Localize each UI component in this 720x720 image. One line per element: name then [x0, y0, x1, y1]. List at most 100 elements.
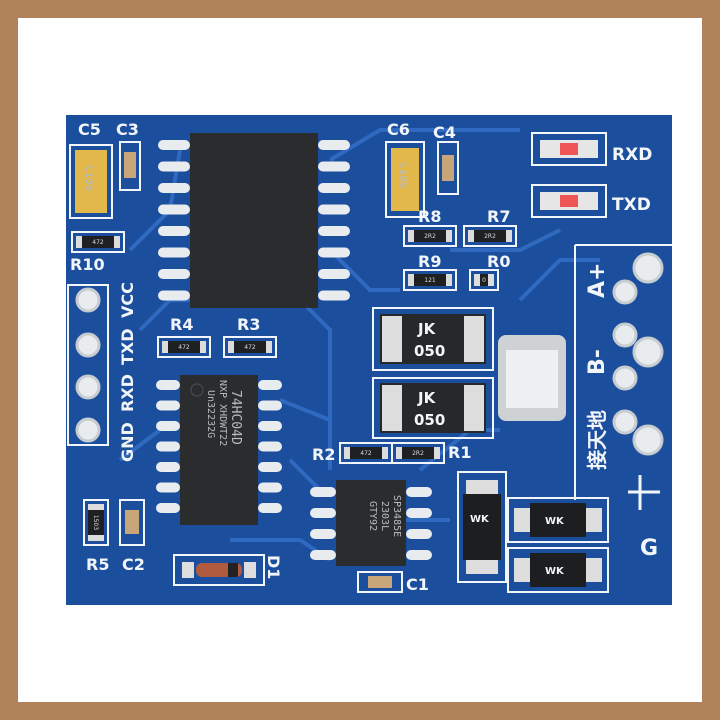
r2-label: R2 [312, 445, 335, 464]
resistor-code: 2R2 [484, 233, 496, 240]
ic-pin [156, 421, 180, 431]
ic-pin [158, 290, 190, 301]
ground-symbol [628, 475, 660, 510]
resistor-r10: 472 [71, 231, 125, 253]
r4-label: R4 [170, 315, 193, 334]
terminal-label-b-minus: B- [585, 349, 610, 375]
c2-label: C2 [122, 555, 145, 574]
terminal-outline [574, 244, 672, 500]
capacitor-c3-outline [119, 141, 141, 191]
resistor-code: 2R2 [424, 233, 436, 240]
ic-pin [318, 183, 350, 193]
tvs-diode-3: WK [507, 547, 609, 593]
tantalum-capacitor-c5: C106 [69, 144, 113, 219]
ic-pin [310, 529, 336, 539]
svg-text:050: 050 [414, 411, 445, 429]
ic-pin [258, 421, 282, 431]
svg-text:C106: C106 [83, 165, 96, 192]
rxd-led-label: RXD [612, 145, 652, 165]
resistor-r9: 121 [403, 269, 457, 291]
c6-label: C6 [387, 120, 410, 139]
ic-pin [318, 204, 350, 215]
resistor-code: 472 [92, 239, 104, 246]
ic-pin [158, 140, 190, 150]
svg-text:C106: C106 [397, 162, 410, 189]
resistor-r2: 472 [339, 442, 393, 464]
svg-text:JK: JK [417, 320, 437, 338]
r5-label: R5 [86, 555, 109, 574]
ic-pin [310, 550, 336, 560]
r0-label: R0 [487, 252, 510, 271]
capacitor-c4-outline [437, 141, 459, 195]
terminal-label-g: G [640, 536, 658, 561]
svg-text:WK: WK [545, 566, 565, 577]
resistor-r1: 2R2 [391, 442, 445, 464]
terminal-label-a-plus: A+ [585, 263, 610, 298]
txd-led [531, 184, 607, 218]
r1-label: R1 [448, 443, 471, 462]
ic-pin [156, 482, 180, 493]
resistor-r4: 472 [157, 336, 211, 358]
rxd-led [531, 132, 607, 166]
header-label-vcc: VCC [118, 282, 137, 318]
svg-text:2303L: 2303L [379, 501, 390, 531]
pin-header [67, 284, 109, 446]
c3-label: C3 [116, 120, 139, 139]
txd-led-label: TXD [612, 195, 651, 215]
interface-ic-top [158, 133, 350, 308]
svg-text:74HC04D: 74HC04D [228, 390, 243, 445]
tvs-diode-2: WK [507, 497, 609, 543]
ic-pin [310, 487, 336, 497]
d1-label: D1 [264, 555, 283, 579]
ic-pin [318, 161, 350, 172]
header-label-gnd: GND [118, 422, 137, 462]
ic-pin [158, 161, 190, 172]
ic-pin [156, 400, 180, 411]
svg-text:SP3485E: SP3485E [391, 495, 402, 537]
ic-pin [318, 269, 350, 279]
r7-label: R7 [487, 207, 510, 226]
ic-pin [158, 247, 190, 258]
capacitor-c4 [442, 155, 454, 181]
r9-label: R9 [418, 252, 441, 271]
resistor-code: 0 [482, 277, 486, 284]
capacitor-c3 [124, 152, 136, 178]
tvs-diode-1: WK [457, 471, 507, 583]
svg-text:NXP XHDWT22: NXP XHDWT22 [217, 380, 228, 446]
ic-pin [258, 441, 282, 452]
capacitor-c2 [125, 510, 139, 534]
header-label-rxd: RXD [118, 374, 137, 412]
ic-pin [258, 482, 282, 493]
resistor-r3: 472 [223, 336, 277, 358]
ic-pin [156, 503, 180, 513]
header-label-txd: TXD [118, 328, 137, 365]
resistor-r7: 2R2 [463, 225, 517, 247]
c1-label: C1 [406, 575, 429, 594]
ic-pin [318, 290, 350, 301]
ic-pin [258, 503, 282, 513]
resistor-r8: 2R2 [403, 225, 457, 247]
fuse-2: JK 050 [372, 377, 494, 439]
resistor-code: 472 [244, 344, 256, 351]
capacitor-c1 [368, 576, 392, 588]
ic-pin [158, 226, 190, 236]
ic-pin [258, 380, 282, 390]
svg-text:GTY92: GTY92 [367, 501, 378, 531]
ic-pin [318, 140, 350, 150]
gas-discharge-tube [498, 335, 566, 421]
diode-d1 [173, 554, 265, 586]
svg-text:050: 050 [414, 342, 445, 360]
ic-pin [158, 183, 190, 193]
ic-pin [258, 400, 282, 411]
c5-label: C5 [78, 120, 101, 139]
svg-text:JK: JK [417, 389, 437, 407]
capacitor-c2-outline [119, 499, 145, 546]
capacitor-c1-outline [357, 571, 403, 593]
ic-pin [156, 380, 180, 390]
c4-label: C4 [433, 123, 456, 142]
ic-pin [406, 529, 432, 539]
ic-pin [258, 462, 282, 472]
terminal-label-earth: 接天地 [585, 410, 609, 470]
r10-label: R10 [70, 255, 105, 274]
